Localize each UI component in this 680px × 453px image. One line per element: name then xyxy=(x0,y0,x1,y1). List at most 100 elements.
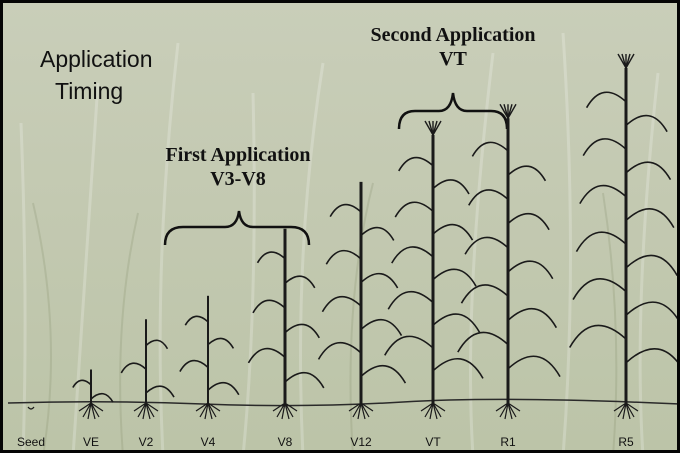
plant-vt xyxy=(384,120,484,420)
leaf xyxy=(184,315,209,326)
leaf xyxy=(317,342,362,360)
leaf xyxy=(507,213,550,231)
leaf xyxy=(432,357,484,379)
leaf xyxy=(507,260,554,280)
title-line-2: Timing xyxy=(55,78,124,104)
leaf xyxy=(625,254,677,276)
leaf xyxy=(120,362,147,374)
first-application-label: First Application V3-V8 xyxy=(123,143,353,191)
leaf xyxy=(145,339,169,350)
tassel xyxy=(507,103,517,119)
leaf xyxy=(471,141,509,157)
leaf xyxy=(507,165,547,182)
leaf xyxy=(432,268,477,287)
leaf xyxy=(90,392,114,403)
roots xyxy=(78,402,104,420)
leaf xyxy=(464,236,509,255)
first-application-range: V3-V8 xyxy=(210,168,266,190)
roots xyxy=(27,406,35,410)
roots xyxy=(195,402,221,420)
stage-label-seed: Seed xyxy=(16,435,46,449)
leaf xyxy=(325,249,362,265)
leaf xyxy=(284,323,320,339)
stage-label-v4: V4 xyxy=(200,435,216,449)
stage-label-ve: VE xyxy=(82,435,99,449)
second-application-label: Second Application VT xyxy=(333,23,573,71)
leaf xyxy=(625,208,675,228)
first-application-brace xyxy=(163,210,311,246)
leaf xyxy=(252,299,286,314)
leaf xyxy=(572,278,627,300)
plants-group xyxy=(27,53,677,420)
leaf xyxy=(360,273,399,289)
leaf xyxy=(625,301,677,320)
plant-v8 xyxy=(247,228,325,420)
plant-r5 xyxy=(568,53,677,420)
leaf xyxy=(207,382,240,396)
leaf xyxy=(625,348,677,364)
leaf xyxy=(568,324,627,348)
roots xyxy=(133,402,159,420)
leaf xyxy=(247,347,286,364)
roots xyxy=(495,402,521,420)
leaf xyxy=(391,246,434,264)
leaf xyxy=(145,385,175,398)
leaf xyxy=(432,223,474,241)
leaf xyxy=(179,359,209,372)
plant-v12 xyxy=(317,181,407,420)
plant-v4 xyxy=(179,295,240,420)
leaf xyxy=(284,372,325,389)
leaf xyxy=(579,184,627,205)
leaf xyxy=(394,201,434,218)
leaf xyxy=(360,319,403,336)
roots xyxy=(613,402,639,420)
leaf xyxy=(360,365,407,384)
leaf xyxy=(329,203,362,218)
stage-label-v2: V2 xyxy=(138,435,154,449)
stage-label-v8: V8 xyxy=(277,435,293,449)
title-line-1: Application xyxy=(40,46,153,72)
leaf xyxy=(575,231,627,252)
leaf xyxy=(457,331,509,353)
leaf xyxy=(398,156,434,172)
roots xyxy=(420,402,446,420)
leaf xyxy=(582,138,627,157)
ground-line xyxy=(7,398,677,407)
stage-label-v12: V12 xyxy=(350,435,372,449)
leaf xyxy=(387,291,434,310)
tassel xyxy=(432,120,442,136)
stage-label-r1: R1 xyxy=(500,435,516,449)
leaf xyxy=(460,284,509,304)
leaf xyxy=(625,161,672,181)
plant-ve xyxy=(72,369,114,420)
leaf xyxy=(625,114,668,133)
leaf xyxy=(284,275,316,289)
stage-label-vt: VT xyxy=(425,435,441,449)
leaf xyxy=(507,307,558,329)
leaf xyxy=(360,226,395,241)
leaf xyxy=(432,313,481,333)
plant-v2 xyxy=(120,319,175,420)
second-application-brace xyxy=(397,92,509,130)
leaf xyxy=(585,91,627,109)
roots xyxy=(272,402,298,420)
leaf xyxy=(321,296,362,313)
stage-label-r5: R5 xyxy=(618,435,634,449)
background-stalks xyxy=(19,32,660,450)
leaf xyxy=(384,335,434,356)
second-application-range: VT xyxy=(439,48,467,70)
second-application-title: Second Application xyxy=(370,24,536,46)
leaf xyxy=(468,189,509,206)
first-application-title: First Application xyxy=(165,144,311,166)
leaf xyxy=(256,251,286,264)
tassel xyxy=(625,53,635,69)
plant-seed xyxy=(27,406,35,410)
leaf xyxy=(72,379,92,388)
corn-growth-diagram xyxy=(7,53,677,420)
leaf xyxy=(507,355,561,378)
leaf xyxy=(207,337,235,349)
roots xyxy=(348,402,374,420)
leaf xyxy=(432,179,470,195)
plant-r1 xyxy=(457,103,561,420)
